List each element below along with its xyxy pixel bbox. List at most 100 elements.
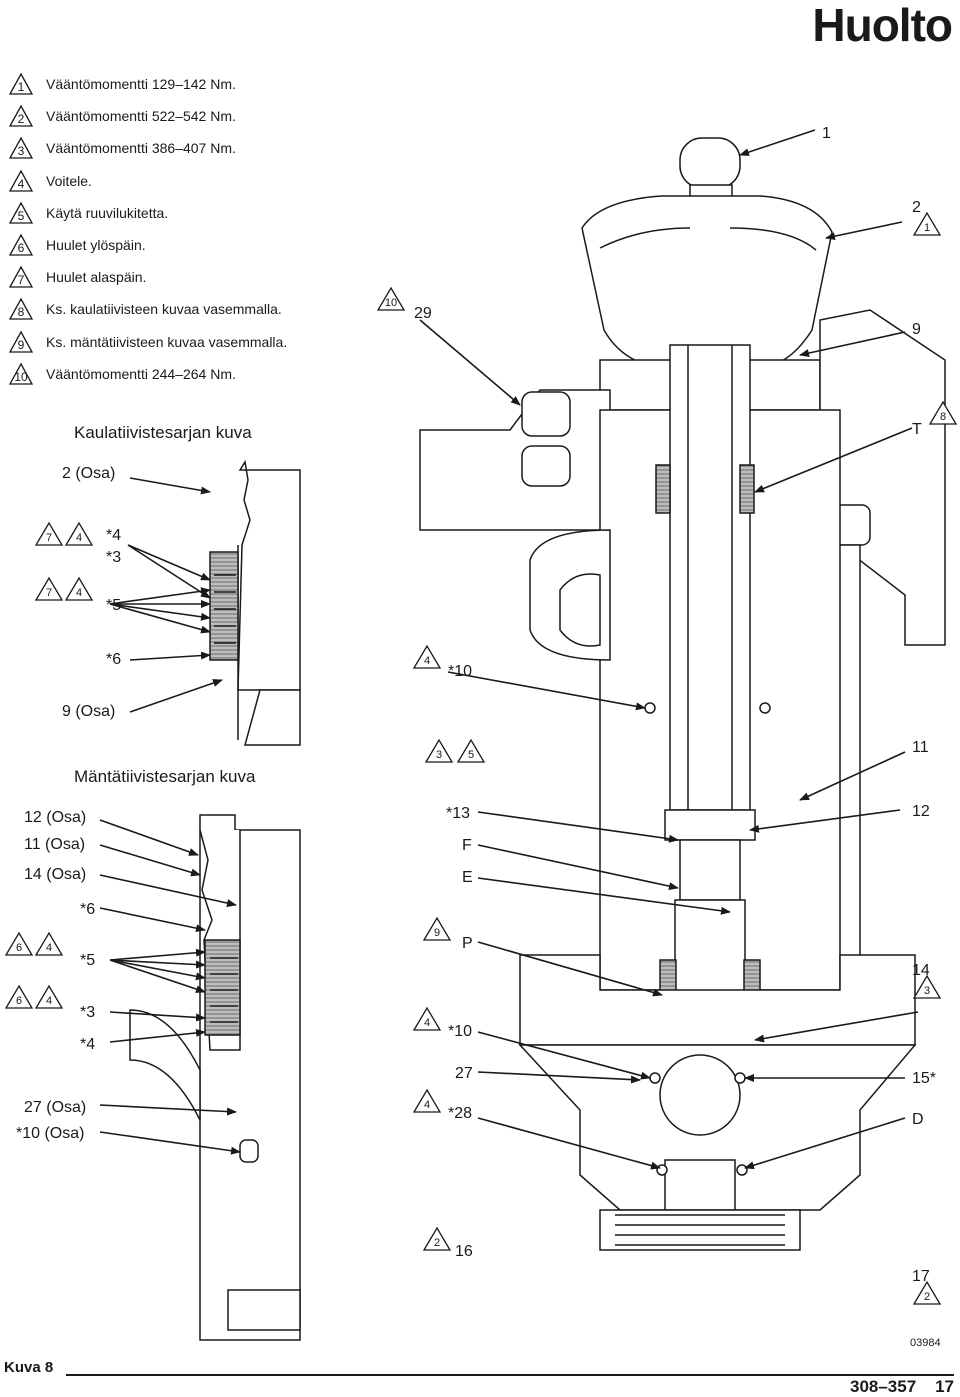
note-triangle-number: 8 bbox=[940, 411, 946, 423]
note-triangle-icon: 5 bbox=[456, 738, 486, 763]
label-2-osa: 2 (Osa) bbox=[62, 465, 115, 482]
warning-triangle-icon: 2 bbox=[6, 104, 36, 128]
label-p4: *4 bbox=[106, 527, 121, 544]
note-triangle-number: 4 bbox=[46, 995, 52, 1007]
legend-item: 9 Ks. mäntätiivisteen kuvaa vasemmalla. bbox=[6, 326, 287, 358]
note-triangle-number: 10 bbox=[385, 297, 397, 309]
displacement-rod bbox=[669, 344, 751, 811]
legend-text: Vääntömomentti 244–264 Nm. bbox=[46, 365, 236, 382]
note-triangle-number: 2 bbox=[434, 1237, 440, 1249]
label-pp6: *6 bbox=[80, 901, 95, 918]
note-triangle-icon: 4 bbox=[34, 984, 64, 1009]
label-p6: *6 bbox=[106, 651, 121, 668]
note-triangle-icon: 10 bbox=[376, 286, 406, 311]
legend-text: Vääntömomentti 129–142 Nm. bbox=[46, 76, 236, 93]
note-triangle-number: 3 bbox=[436, 749, 442, 761]
warning-triangle-icon: 3 bbox=[6, 136, 36, 160]
note-triangle-number: 4 bbox=[46, 942, 52, 954]
note-triangle-icon: 6 bbox=[4, 984, 34, 1009]
label-pp3: *3 bbox=[80, 1004, 95, 1021]
drawing-ref: 03984 bbox=[910, 1337, 941, 1349]
legend-num: 4 bbox=[17, 176, 25, 191]
pump-cross-section bbox=[419, 137, 946, 1251]
warning-triangle-icon: 8 bbox=[6, 297, 36, 321]
callout-17: 17 bbox=[912, 1268, 930, 1285]
callout-9: 9 bbox=[912, 321, 921, 338]
diagram-labels: Kaulatiivistesarjan kuva 2 (Osa) *4 *3 *… bbox=[16, 125, 941, 1349]
left-outlet bbox=[419, 389, 611, 531]
warning-triangle-icon: 10 bbox=[6, 362, 36, 386]
note-triangle-number: 4 bbox=[76, 587, 82, 599]
note-triangle-number: 6 bbox=[16, 995, 22, 1007]
figure-label: Kuva 8 bbox=[4, 1359, 54, 1376]
note-triangle-icon: 4 bbox=[412, 1006, 442, 1031]
legend-text: Voitele. bbox=[46, 172, 92, 189]
legend-text: Ks. kaulatiivisteen kuvaa vasemmalla. bbox=[46, 301, 282, 318]
callout-1: 1 bbox=[822, 125, 831, 142]
legend-num: 8 bbox=[17, 305, 25, 320]
legend-item: 10 Vääntömomentti 244–264 Nm. bbox=[6, 358, 287, 390]
legend-num: 9 bbox=[17, 337, 25, 352]
callout-28: *28 bbox=[448, 1105, 472, 1122]
label-14-osa: 14 (Osa) bbox=[24, 866, 86, 883]
page-number-value: 17 bbox=[935, 1377, 954, 1396]
page-title: Huolto bbox=[812, 0, 953, 51]
note-triangle-icon: 7 bbox=[34, 576, 64, 601]
rod-knob bbox=[679, 137, 741, 189]
label-10-osa: *10 (Osa) bbox=[16, 1125, 84, 1142]
footer-rule bbox=[66, 1374, 954, 1376]
callout-15: 15* bbox=[912, 1070, 936, 1087]
note-triangle-number: 4 bbox=[424, 1099, 430, 1111]
warning-triangle-icon: 6 bbox=[6, 233, 36, 257]
legend-text: Ks. mäntätiivisteen kuvaa vasemmalla. bbox=[46, 333, 288, 350]
legend-num: 2 bbox=[17, 112, 25, 127]
piston-packing-detail bbox=[129, 814, 301, 1341]
piston-detail-title: Mäntätiivistesarjan kuva bbox=[74, 767, 256, 786]
label-p5: *5 bbox=[106, 597, 121, 614]
note-triangle-number: 4 bbox=[76, 532, 82, 544]
note-triangle-icon: 7 bbox=[34, 521, 64, 546]
note-triangle-icon: 2 bbox=[912, 1280, 942, 1305]
label-pp5: *5 bbox=[80, 952, 95, 969]
callout-12: 12 bbox=[912, 803, 930, 820]
callout-16: 16 bbox=[455, 1243, 473, 1260]
note-triangle-icon: 4 bbox=[64, 521, 94, 546]
label-pp4: *4 bbox=[80, 1036, 95, 1053]
callout-10a: *10 bbox=[448, 663, 472, 680]
note-triangle-number: 7 bbox=[46, 532, 52, 544]
throat-packing-detail bbox=[209, 459, 301, 746]
legend-item: 4 Voitele. bbox=[6, 165, 287, 197]
legend-text: Vääntömomentti 386–407 Nm. bbox=[46, 140, 236, 157]
note-triangle-icon: 8 bbox=[928, 400, 958, 425]
note-triangle-icon: 9 bbox=[422, 916, 452, 941]
note-triangle-number: 5 bbox=[468, 749, 474, 761]
callout-E: E bbox=[462, 869, 473, 886]
callout-14: 14 bbox=[912, 962, 930, 979]
note-triangle-icon: 3 bbox=[424, 738, 454, 763]
warning-triangle-icon: 1 bbox=[6, 72, 36, 96]
note-triangle-icon: 4 bbox=[412, 1088, 442, 1113]
note-triangle-number: 2 bbox=[924, 1291, 930, 1303]
warning-triangle-icon: 5 bbox=[6, 201, 36, 225]
callout-29: 29 bbox=[414, 305, 432, 322]
legend-item: 8 Ks. kaulatiivisteen kuvaa vasemmalla. bbox=[6, 293, 287, 325]
warning-triangle-icon: 9 bbox=[6, 330, 36, 354]
throat-detail-title: Kaulatiivistesarjan kuva bbox=[74, 423, 252, 442]
note-triangle-icon: 6 bbox=[4, 931, 34, 956]
note-triangle-number: 4 bbox=[424, 655, 430, 667]
label-9-osa: 9 (Osa) bbox=[62, 703, 115, 720]
legend-num: 5 bbox=[17, 208, 25, 223]
note-triangle-number: 3 bbox=[924, 985, 930, 997]
callout-P: P bbox=[462, 935, 473, 952]
legend-text: Käytä ruuvilukitetta. bbox=[46, 204, 169, 221]
note-triangle-icon: 4 bbox=[34, 931, 64, 956]
callout-27: 27 bbox=[455, 1065, 473, 1082]
note-triangle-number: 4 bbox=[424, 1017, 430, 1029]
label-11-osa: 11 (Osa) bbox=[24, 836, 85, 853]
legend-num: 1 bbox=[17, 80, 25, 95]
callout-D: D bbox=[912, 1111, 924, 1128]
